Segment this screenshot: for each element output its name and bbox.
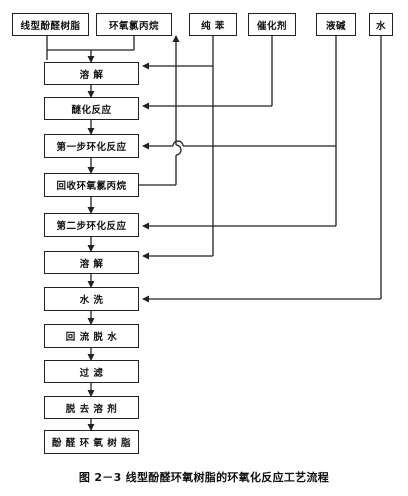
recycle-epichlorohydrin-line (139, 35, 182, 186)
input-catalyst: 催化剂 (248, 13, 296, 36)
input-caustic-soda: 液碱 (316, 13, 356, 36)
input-water: 水 (369, 13, 393, 36)
input-linear-phenolic-resin: 线型酚醛树脂 (12, 13, 89, 36)
input-epichlorohydrin: 环氧氯丙烷 (96, 13, 172, 36)
step-product-resin: 酚 醛 环 氧 树 脂 (44, 430, 139, 454)
step-etherification: 醚化反应 (44, 97, 139, 120)
figure-caption: 图 2－3 线型酚醛环氧树脂的环氧化反应工艺流程 (78, 471, 330, 484)
step-filtration: 过 滤 (44, 360, 139, 383)
step-solvent-removal: 脱 去 溶 剂 (44, 396, 139, 419)
step-second-ring-closure: 第二步环化反应 (44, 213, 139, 237)
step-recover-epichlorohydrin: 回收环氧氯丙烷 (44, 173, 139, 197)
step-reflux-dehydration: 回 流 脱 水 (44, 324, 139, 348)
step-dissolve-1: 溶 解 (44, 62, 139, 85)
step-water-wash: 水 洗 (44, 287, 139, 311)
step-dissolve-2: 溶 解 (44, 251, 139, 274)
caustic-soda-feed-lines (142, 36, 337, 230)
step-first-ring-closure: 第一步环化反应 (44, 134, 139, 158)
water-feed-line (142, 36, 382, 303)
catalyst-feed-line (142, 36, 273, 110)
benzene-feed-lines (142, 36, 214, 260)
input-benzene: 纯 苯 (189, 13, 237, 36)
